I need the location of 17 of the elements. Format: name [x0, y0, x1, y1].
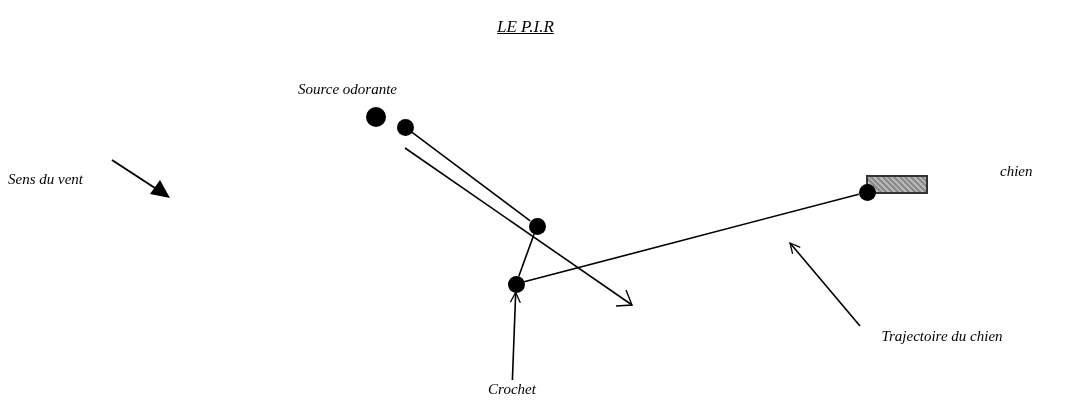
pointer-arrow: [789, 242, 861, 327]
dot-marker: [528, 217, 546, 235]
track-line: [523, 193, 860, 283]
pointer-arrow: [509, 291, 521, 381]
label-text: chien: [1000, 162, 1033, 180]
caption-text: Crochet: [477, 380, 547, 398]
dot-marker: [396, 118, 414, 136]
dot-marker: [858, 183, 876, 201]
track-line: [518, 233, 535, 277]
dot-marker: [507, 275, 525, 293]
dot-marker: [366, 107, 386, 127]
label-text: Source odorante: [298, 80, 397, 98]
diagram-title: LE P.I.R: [497, 18, 554, 36]
label-text: Sens du vent: [8, 170, 83, 188]
track-line: [411, 131, 531, 222]
caption-text: Trajectoire du chien: [837, 327, 1047, 345]
dog-marker: [866, 174, 928, 194]
